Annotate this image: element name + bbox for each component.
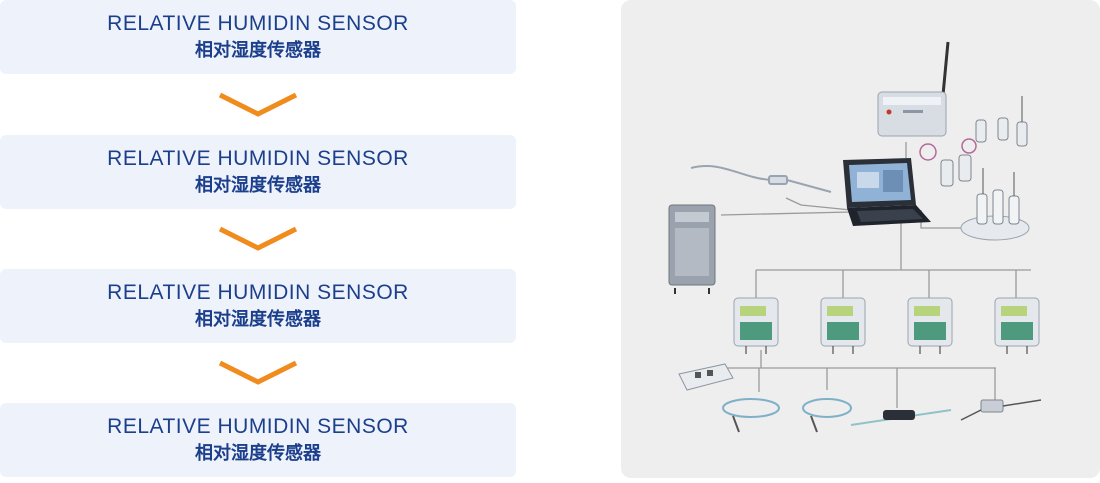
calibration-station-icon: [960, 168, 1030, 241]
probe-icon: [940, 96, 1028, 187]
laptop-icon: [843, 158, 931, 226]
chevron-down-icon: [218, 92, 298, 117]
flow-step-subtitle: 相对湿度传感器: [195, 309, 321, 330]
wireless-sensor-coil: [919, 138, 977, 161]
flow-step-subtitle: 相对湿度传感器: [195, 443, 321, 464]
flow-step-title: RELATIVE HUMIDIN SENSOR: [107, 281, 409, 304]
flow-step-3: RELATIVE HUMIDIN SENSOR 相对湿度传感器: [0, 269, 516, 343]
flow-step-title: RELATIVE HUMIDIN SENSOR: [107, 415, 409, 438]
data-logger-icon: [733, 297, 1040, 354]
system-diagram-panel: [621, 0, 1100, 478]
antenna-icon: [941, 41, 950, 96]
probe-icon: [722, 398, 852, 433]
flow-step-subtitle: 相对湿度传感器: [195, 175, 321, 196]
probe-icon: [960, 399, 1042, 421]
gateway-icon: [877, 41, 950, 137]
chevron-down-icon: [218, 360, 298, 385]
sensor-hub-icon: [678, 363, 734, 391]
flow-step-title: RELATIVE HUMIDIN SENSOR: [107, 147, 409, 170]
flow-step-2: RELATIVE HUMIDIN SENSOR 相对湿度传感器: [0, 135, 516, 209]
flow-step-1: RELATIVE HUMIDIN SENSOR 相对湿度传感器: [0, 0, 516, 74]
flow-step-4: RELATIVE HUMIDIN SENSOR 相对湿度传感器: [0, 403, 516, 477]
chamber-icon: [668, 204, 716, 294]
system-diagram: [668, 41, 1042, 433]
flow-step-title: RELATIVE HUMIDIN SENSOR: [107, 12, 409, 35]
probe-icon: [850, 409, 952, 426]
flow-step-subtitle: 相对湿度传感器: [195, 40, 321, 61]
chevron-down-icon: [218, 226, 298, 251]
probe-icon: [690, 164, 832, 193]
